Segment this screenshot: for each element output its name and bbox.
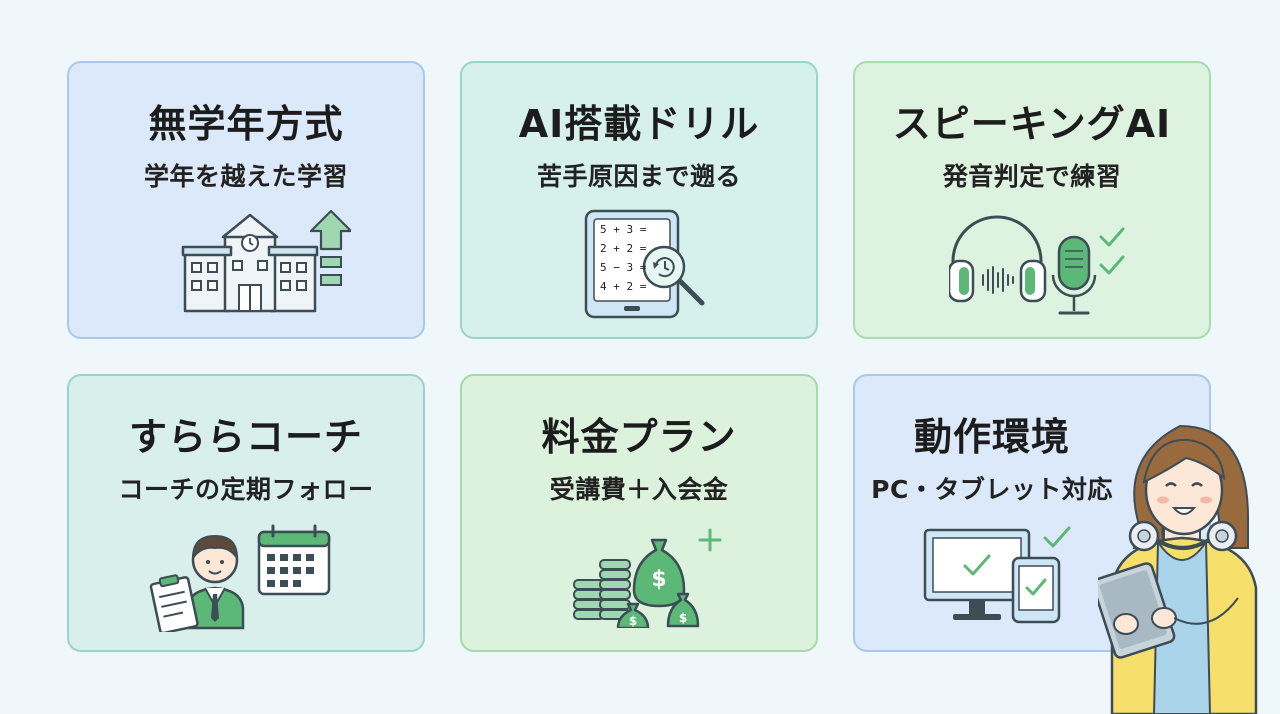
devices-icon — [923, 526, 1071, 624]
card-title: 無学年方式 — [148, 102, 344, 146]
card-subtitle: 受講費＋入会金 — [549, 475, 729, 504]
card-speaking-ai: スピーキングAI 発音判定で練習 — [853, 61, 1211, 339]
card-title: すららコーチ — [128, 415, 363, 459]
card-surala-coach: すららコーチ コーチの定期フォロー — [67, 374, 425, 652]
card-ai-drill: AI搭載ドリル 苦手原因まで遡る 5 + 3 = 2 + 2 = 5 − 3 =… — [460, 61, 818, 339]
card-title: AI搭載ドリル — [518, 102, 760, 146]
money-bags-icon: $ $ $ — [573, 528, 722, 628]
drill-equation: 4 + 2 = — [600, 280, 647, 293]
drill-equation: 5 + 3 = — [600, 223, 647, 236]
card-grade-free: 無学年方式 学年を越えた学習 — [67, 61, 425, 339]
svg-text:$: $ — [629, 614, 637, 628]
card-pricing: 料金プラン 受講費＋入会金 $ $ $ — [460, 374, 818, 652]
card-subtitle: コーチの定期フォロー — [118, 475, 374, 504]
coach-calendar-icon — [149, 524, 331, 632]
card-title: 料金プラン — [541, 415, 737, 459]
drill-equation: 2 + 2 = — [600, 242, 647, 255]
school-growth-icon — [181, 209, 351, 313]
card-subtitle: 発音判定で練習 — [942, 162, 1122, 191]
card-title: 動作環境 — [913, 415, 1070, 459]
card-subtitle: 学年を越えた学習 — [143, 162, 348, 191]
svg-text:$: $ — [651, 567, 666, 592]
headphones-mic-icon — [949, 215, 1125, 315]
svg-text:$: $ — [679, 611, 687, 625]
card-title: スピーキングAI — [892, 102, 1172, 146]
card-subtitle: PC・タブレット対応 — [871, 475, 1113, 504]
drill-equation: 5 − 3 = — [600, 261, 647, 274]
card-subtitle: 苦手原因まで遡る — [536, 162, 741, 191]
student-with-tablet-illustration — [1098, 424, 1258, 714]
tablet-drill-icon: 5 + 3 = 2 + 2 = 5 − 3 = 4 + 2 = — [584, 209, 716, 321]
